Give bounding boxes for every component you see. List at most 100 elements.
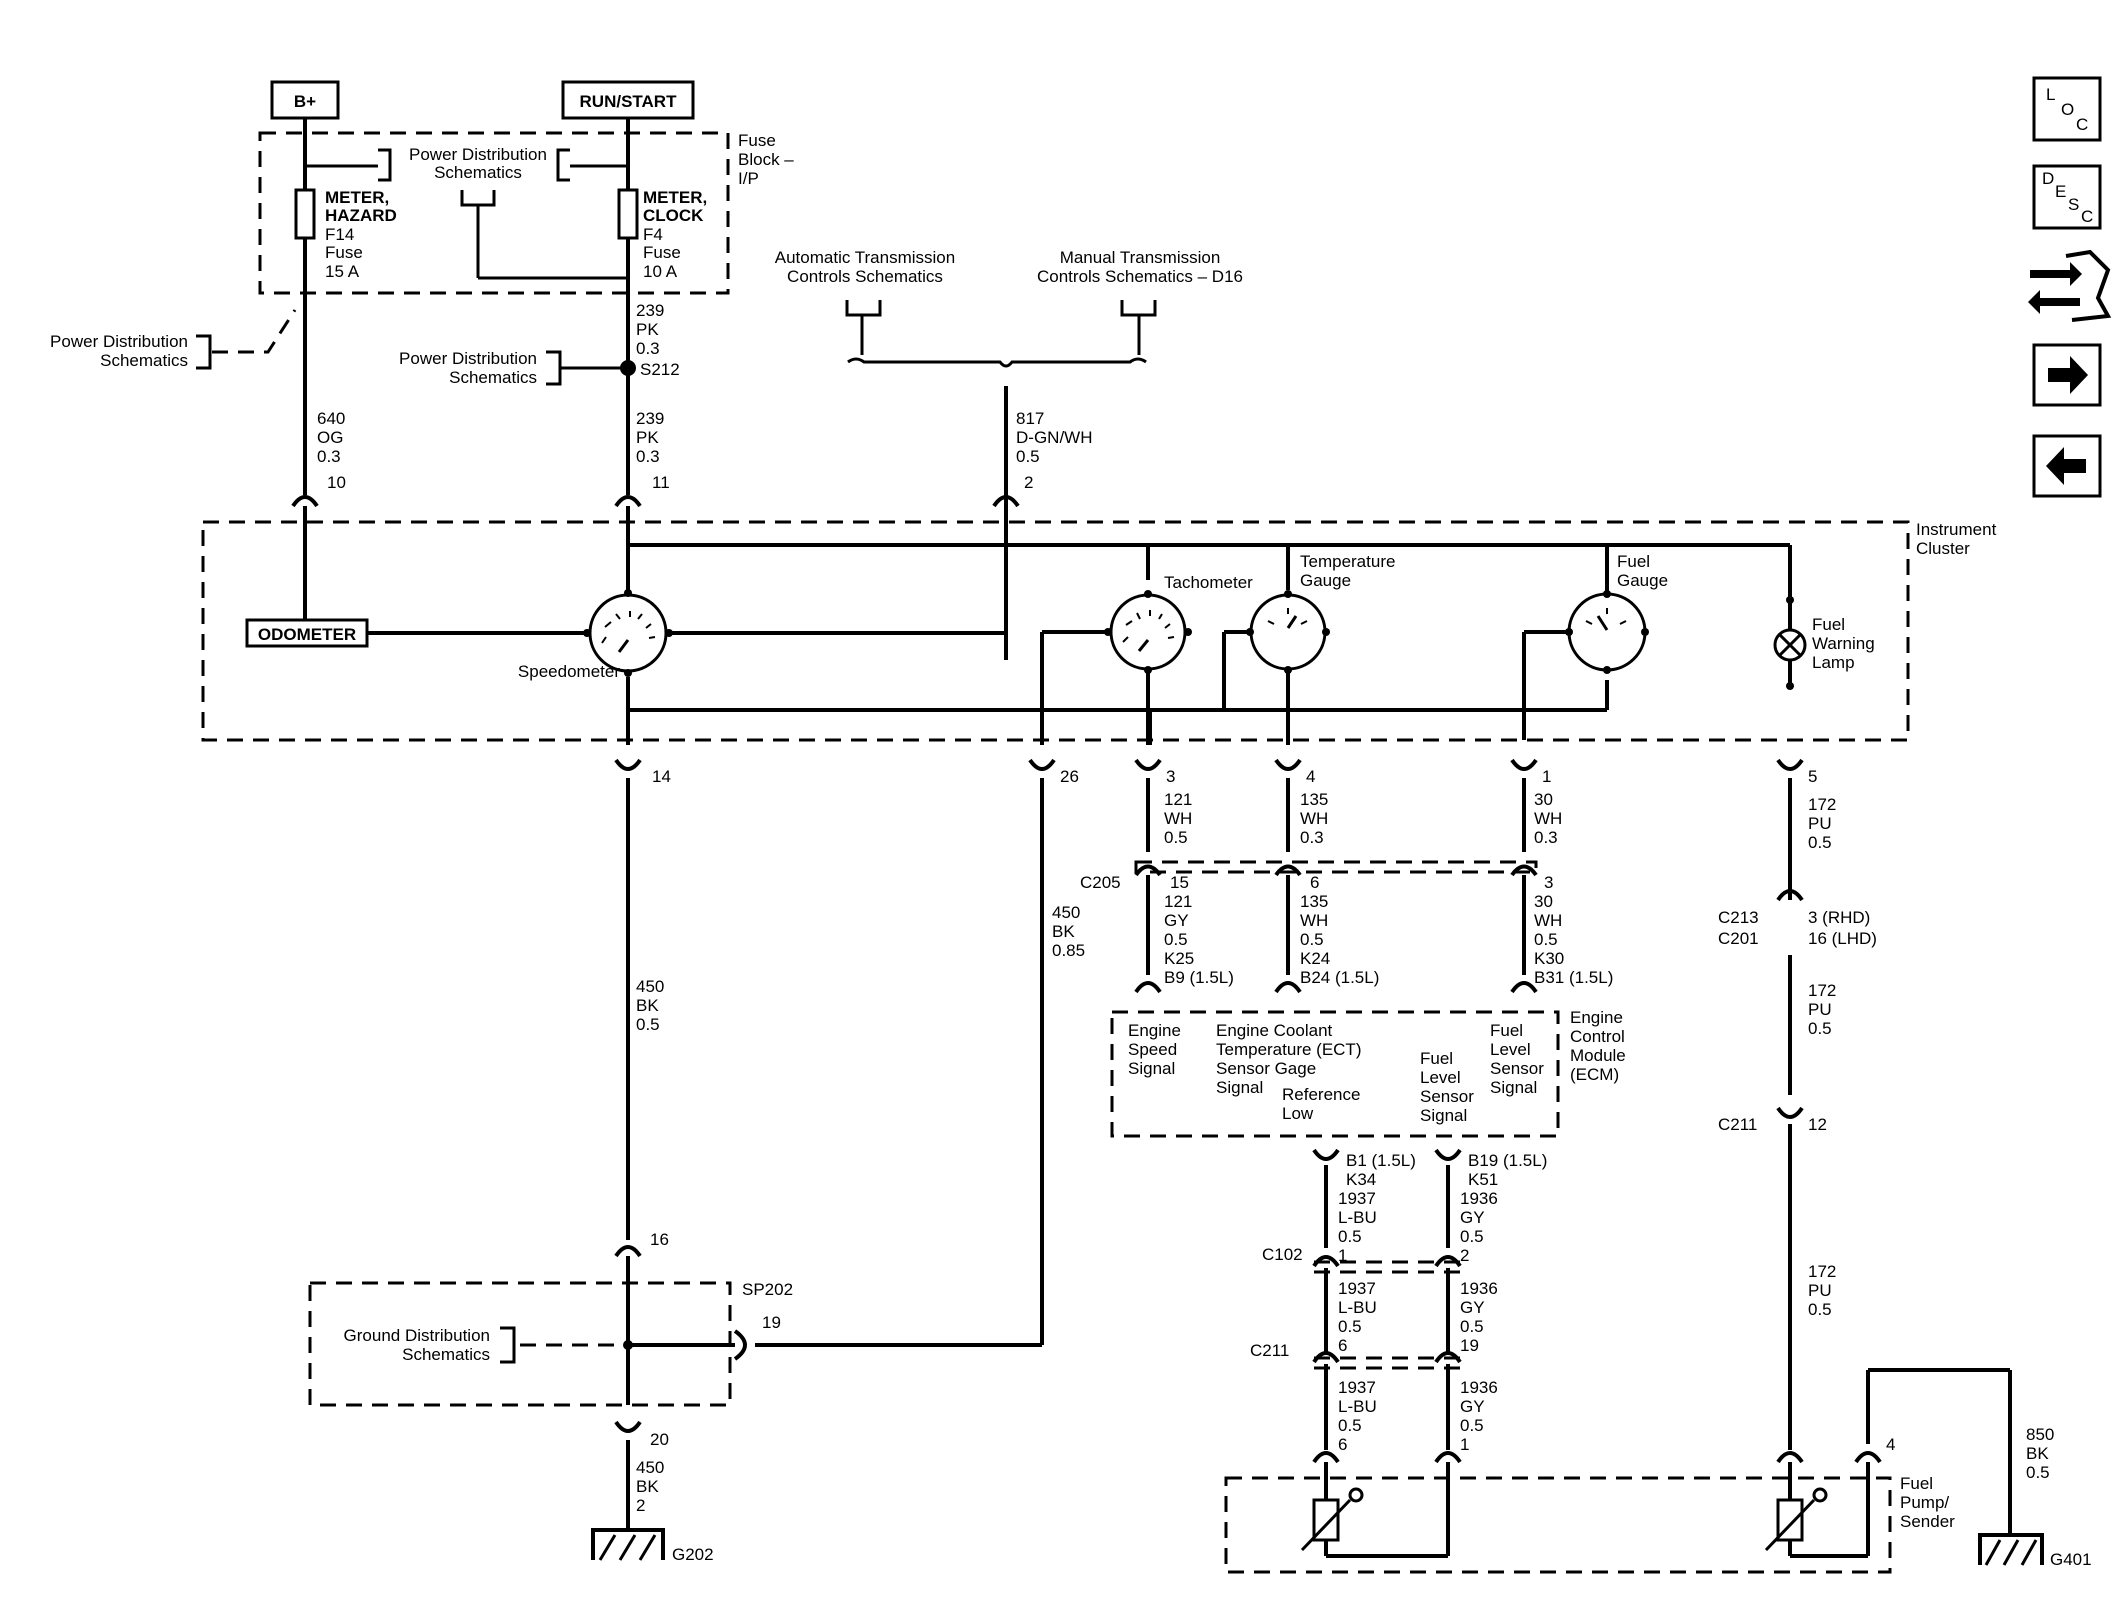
w172c-3: 0.5: [1808, 1300, 1832, 1319]
w30b-1: 30: [1534, 892, 1553, 911]
c211a-label: C211: [1718, 1115, 1757, 1134]
w172c-1: 172: [1808, 1262, 1836, 1281]
ground-g202-symbol: [591, 1528, 665, 1561]
w1937c-3: 0.5: [1338, 1416, 1362, 1435]
source-run-start: RUN/START: [561, 80, 695, 120]
ecm-label-1: Engine: [1570, 1008, 1623, 1027]
w121a-2: WH: [1164, 809, 1192, 828]
ref-low-1: Reference: [1282, 1085, 1360, 1104]
w30b-2: WH: [1534, 911, 1562, 930]
fuse-left-5: 15 A: [325, 262, 360, 281]
sender-pin1: 1: [1460, 1435, 1469, 1454]
ecm-k51: K51: [1468, 1170, 1498, 1189]
pin-10: 10: [327, 473, 346, 492]
w450b-2: BK: [1052, 922, 1075, 941]
source-bplus: B+: [270, 80, 340, 120]
w1937c-1: 1937: [1338, 1378, 1376, 1397]
w1937b-3: 0.5: [1338, 1317, 1362, 1336]
w640-2: OG: [317, 428, 343, 447]
w450b-3: 0.85: [1052, 941, 1085, 960]
ecm-k30: K30: [1534, 949, 1564, 968]
fuse-right-5: 10 A: [643, 262, 678, 281]
c205-pin6: 6: [1310, 873, 1319, 892]
c102-label: C102: [1262, 1245, 1303, 1264]
w817-2: D-GN/WH: [1016, 428, 1092, 447]
fuse-left-4: Fuse: [325, 243, 363, 262]
lamp-label-3: Lamp: [1812, 653, 1855, 672]
c205-label: C205: [1080, 873, 1121, 892]
speedometer-label: Speedometer: [518, 662, 620, 681]
cluster-label-1: Instrument: [1916, 520, 1997, 539]
w1936a-2: GY: [1460, 1208, 1485, 1227]
ecm-k34: K34: [1346, 1170, 1376, 1189]
w450b-1: 450: [1052, 903, 1080, 922]
w1936c-2: GY: [1460, 1397, 1485, 1416]
w30a-1: 30: [1534, 790, 1553, 809]
pds-mid-2: Schematics: [449, 368, 537, 387]
location-button[interactable]: L O C: [2032, 76, 2102, 142]
w121a-3: 0.5: [1164, 828, 1188, 847]
w121a-1: 121: [1164, 790, 1192, 809]
pin-14: 14: [652, 767, 671, 786]
ecm-b9: B9 (1.5L): [1164, 968, 1234, 987]
c211b-label: C211: [1250, 1341, 1289, 1360]
fuel-pump-label-1: Fuel: [1900, 1474, 1933, 1493]
fuel-sig1-3: Sensor: [1420, 1087, 1474, 1106]
ground-ref-2: Schematics: [402, 1345, 490, 1364]
c201-label: C201: [1718, 929, 1759, 948]
ground-ref-1: Ground Distribution: [344, 1326, 490, 1345]
w135a-3: 0.3: [1300, 828, 1324, 847]
fuse-left-2: HAZARD: [325, 206, 397, 225]
pin-3: 3: [1166, 767, 1175, 786]
fuse-block-label-1: Fuse: [738, 131, 776, 150]
w850-2: BK: [2026, 1444, 2049, 1463]
c205-pin3: 3: [1544, 873, 1553, 892]
fuse-f4: [617, 188, 639, 240]
tachometer-label: Tachometer: [1164, 573, 1253, 592]
temp-label-1: Temperature: [1300, 552, 1395, 571]
pds-mid-1: Power Distribution: [399, 349, 537, 368]
fuel-gauge-label-2: Gauge: [1617, 571, 1668, 590]
w1936b-3: 0.5: [1460, 1317, 1484, 1336]
fuse-right-2: CLOCK: [643, 206, 704, 225]
engine-speed-3: Signal: [1128, 1059, 1175, 1078]
w1937a-2: L-BU: [1338, 1208, 1377, 1227]
fuse-right-1: METER,: [643, 188, 707, 207]
connector-button[interactable]: [2028, 249, 2112, 322]
fuse-right-3: F4: [643, 225, 663, 244]
pin-20: 20: [650, 1430, 669, 1449]
next-button[interactable]: [2032, 343, 2102, 407]
c102-pin1: 1: [1338, 1246, 1347, 1265]
speedometer-gauge: [583, 589, 673, 677]
ecm-label-4: (ECM): [1570, 1065, 1619, 1084]
ecm-label-2: Control: [1570, 1027, 1625, 1046]
previous-button[interactable]: [2032, 434, 2102, 498]
ect-2: Temperature (ECT): [1216, 1040, 1361, 1059]
svg-text:C: C: [2076, 115, 2088, 134]
engine-speed-2: Speed: [1128, 1040, 1177, 1059]
w239b-3: 0.3: [636, 447, 660, 466]
description-button[interactable]: D E S C: [2032, 164, 2102, 230]
g401-label: G401: [2050, 1550, 2092, 1569]
w172b-3: 0.5: [1808, 1019, 1832, 1038]
svg-text:E: E: [2055, 182, 2066, 201]
ect-1: Engine Coolant: [1216, 1021, 1333, 1040]
location-icon: L: [2046, 85, 2055, 104]
w817-3: 0.5: [1016, 447, 1040, 466]
arrow-left-icon: [2046, 447, 2086, 485]
fuel-sig2-3: Sensor: [1490, 1059, 1544, 1078]
c211-pin6: 6: [1338, 1336, 1347, 1355]
w1936c-3: 0.5: [1460, 1416, 1484, 1435]
pds-top-label-1: Power Distribution: [409, 145, 547, 164]
fuse-block-label-2: Block –: [738, 150, 794, 169]
fuse-left-1: METER,: [325, 188, 389, 207]
w1936c-1: 1936: [1460, 1378, 1498, 1397]
pin-19-sp: 19: [762, 1313, 781, 1332]
w450a-2: BK: [636, 996, 659, 1015]
w172a-1: 172: [1808, 795, 1836, 814]
w121b-1: 121: [1164, 892, 1192, 911]
ecm-b24: B24 (1.5L): [1300, 968, 1379, 987]
svg-text:S: S: [2068, 195, 2079, 214]
w1936b-1: 1936: [1460, 1279, 1498, 1298]
